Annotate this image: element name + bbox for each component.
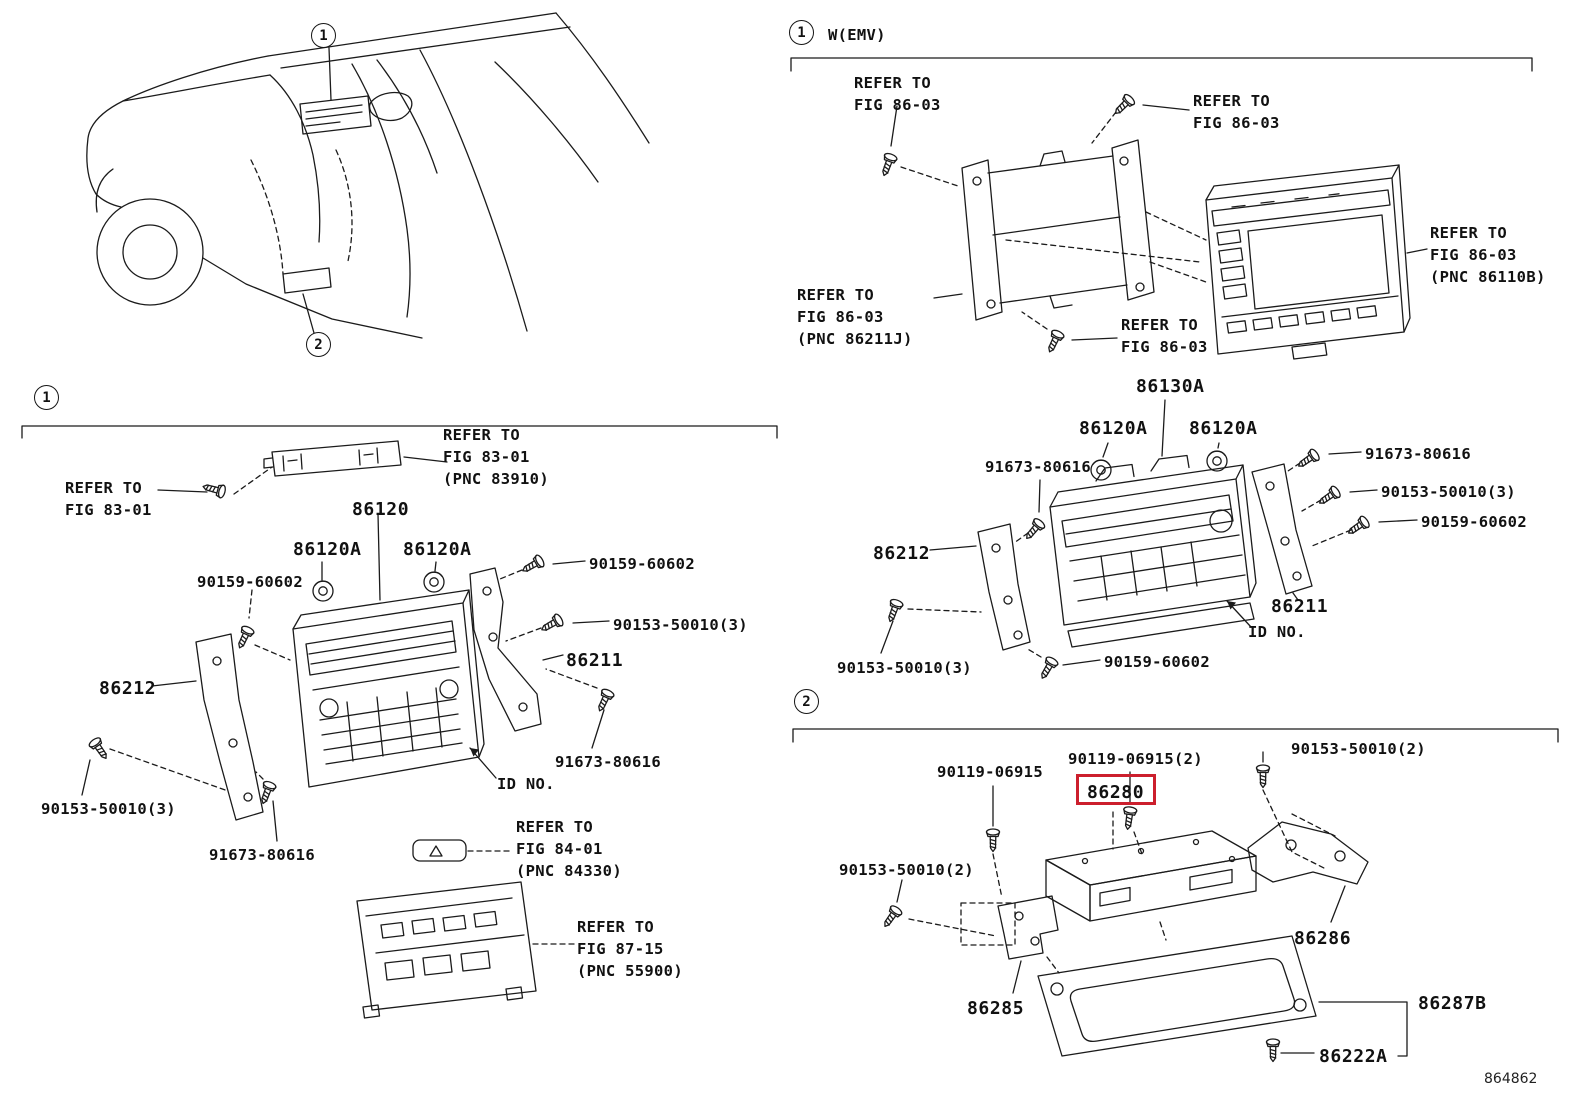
section1-left-drawing xyxy=(81,440,616,1019)
part-label-86120a-left-r[interactable]: 86120A xyxy=(1079,418,1148,439)
part-label-86212-r[interactable]: 86212 xyxy=(873,543,931,564)
part-label-90159-bottom-r[interactable]: 90159-60602 xyxy=(1104,653,1210,671)
section1-right-unit-drawing xyxy=(880,399,1418,683)
part-label-90153-bottom-left-r[interactable]: 90153-50010(3) xyxy=(837,659,972,677)
note-refer-fig8401-pnc84330: REFER TO FIG 84-01 (PNC 84330) xyxy=(516,818,622,880)
part-label-90153-left[interactable]: 90153-50010(3) xyxy=(41,800,176,818)
callout-car-radio: 1 xyxy=(311,23,336,48)
part-label-91673-right[interactable]: 91673-80616 xyxy=(555,753,661,771)
part-label-86211-r[interactable]: 86211 xyxy=(1271,596,1329,617)
part-label-90153-right-s2[interactable]: 90153-50010(2) xyxy=(1291,740,1426,758)
note-refer-fig8603-mid: REFER TO FIG 86-03 xyxy=(1121,316,1208,356)
callout-car-amp: 2 xyxy=(306,332,331,357)
highlight-box xyxy=(1076,774,1156,805)
part-label-90153-left-s2[interactable]: 90153-50010(2) xyxy=(839,861,974,879)
part-label-90159-right-r[interactable]: 90159-60602 xyxy=(1421,513,1527,531)
id-no-label-left: ID NO. xyxy=(497,775,555,793)
part-label-86120[interactable]: 86120 xyxy=(352,499,410,520)
part-label-86120a-left[interactable]: 86120A xyxy=(293,539,362,560)
part-label-90159-left[interactable]: 90159-60602 xyxy=(197,573,303,591)
part-label-86287b[interactable]: 86287B xyxy=(1418,993,1487,1014)
part-label-91673-bottom[interactable]: 91673-80616 xyxy=(209,846,315,864)
callout-section1-right: 1 xyxy=(789,20,814,45)
section-brackets xyxy=(21,57,1559,743)
part-label-86130a[interactable]: 86130A xyxy=(1136,376,1205,397)
note-refer-fig8603-top-left: REFER TO FIG 86-03 xyxy=(854,74,941,114)
note-refer-fig8715-pnc55900: REFER TO FIG 87-15 (PNC 55900) xyxy=(577,918,683,980)
callout-section1-left: 1 xyxy=(34,385,59,410)
id-no-label-right: ID NO. xyxy=(1248,623,1306,641)
part-label-86222a[interactable]: 86222A xyxy=(1319,1046,1388,1067)
part-label-91673-right-r[interactable]: 91673-80616 xyxy=(1365,445,1471,463)
part-label-86120a-right-r[interactable]: 86120A xyxy=(1189,418,1258,439)
part-label-91673-left-r[interactable]: 91673-80616 xyxy=(985,458,1091,476)
part-label-86120a-right[interactable]: 86120A xyxy=(403,539,472,560)
part-label-90119-single[interactable]: 90119-06915 xyxy=(937,763,1043,781)
part-label-90153-right[interactable]: 90153-50010(3) xyxy=(613,616,748,634)
note-refer-fig8301-pnc83910: REFER TO FIG 83-01 (PNC 83910) xyxy=(443,426,549,488)
part-label-90119-double[interactable]: 90119-06915(2) xyxy=(1068,750,1203,768)
section2-drawing xyxy=(878,751,1408,1063)
doc-number: 864862 xyxy=(1484,1071,1538,1087)
part-label-90159-right[interactable]: 90159-60602 xyxy=(589,555,695,573)
part-label-86286[interactable]: 86286 xyxy=(1294,928,1352,949)
car-illustration xyxy=(86,12,650,339)
part-label-86212[interactable]: 86212 xyxy=(99,678,157,699)
part-label-86211[interactable]: 86211 xyxy=(566,650,624,671)
part-label-86285[interactable]: 86285 xyxy=(967,998,1025,1019)
note-refer-fig8603-pnc86110b: REFER TO FIG 86-03 (PNC 86110B) xyxy=(1430,224,1546,286)
variant-label-wemv: W(EMV) xyxy=(828,26,886,44)
note-refer-fig8603-top-right: REFER TO FIG 86-03 xyxy=(1193,92,1280,132)
note-refer-fig8603-pnc86211j: REFER TO FIG 86-03 (PNC 86211J) xyxy=(797,286,913,348)
callout-section2: 2 xyxy=(794,689,819,714)
section1-right-drawing xyxy=(877,92,1428,360)
part-label-86280[interactable]: 86280 xyxy=(1087,782,1145,803)
note-refer-fig8301-left: REFER TO FIG 83-01 xyxy=(65,479,152,519)
part-label-90153-right-r[interactable]: 90153-50010(3) xyxy=(1381,483,1516,501)
